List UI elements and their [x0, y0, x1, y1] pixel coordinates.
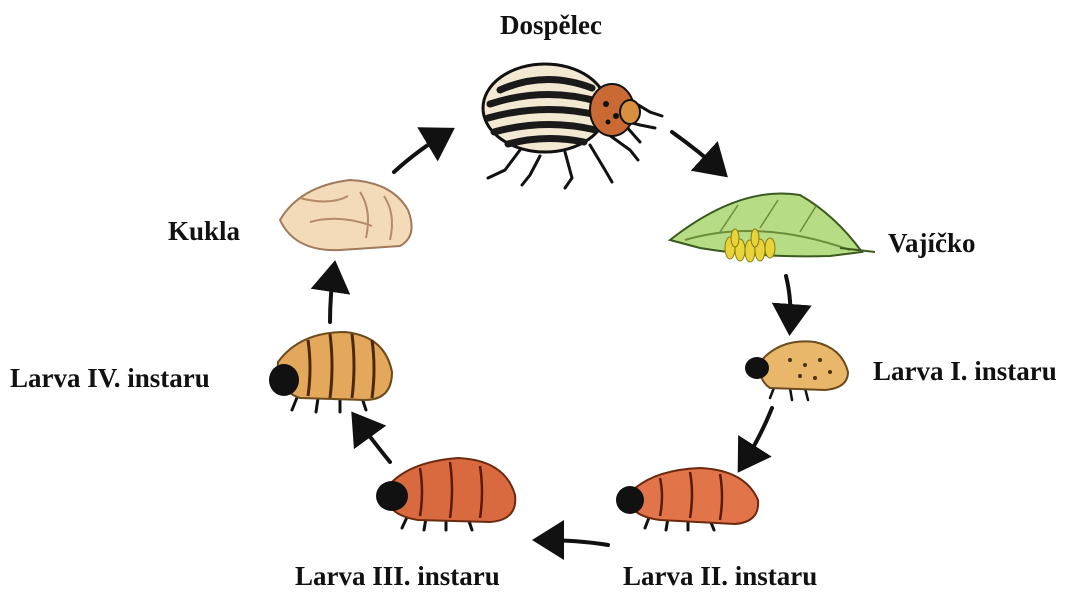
pupa-illustration	[280, 180, 412, 250]
stage-label-larva-2: Larva II. instaru	[623, 563, 817, 590]
arrow-pupa-to-adult	[394, 132, 448, 172]
larva-4-illustration	[269, 332, 392, 412]
stage-label-larva-1: Larva I. instaru	[873, 358, 1057, 385]
stage-label-pupa: Kukla	[168, 218, 240, 245]
stage-label-adult: Dospělec	[500, 12, 602, 39]
larva-1-illustration	[745, 341, 848, 400]
stage-label-larva-3: Larva III. instaru	[295, 563, 500, 590]
arrow-larva3-to-larva4	[356, 418, 390, 462]
egg-leaf-illustration	[670, 193, 875, 262]
arrow-adult-to-egg	[672, 132, 722, 172]
stage-label-egg: Vajíčko	[888, 230, 976, 257]
stage-label-larva-4: Larva IV. instaru	[10, 365, 210, 392]
arrow-larva4-to-pupa	[330, 268, 334, 322]
arrow-larva1-to-larva2	[742, 408, 772, 466]
larva-3-illustration	[376, 458, 515, 530]
larva-2-illustration	[616, 468, 758, 530]
adult-beetle-illustration	[483, 64, 662, 188]
arrow-egg-to-larva1	[786, 276, 791, 328]
arrow-larva2-to-larva3	[540, 540, 608, 545]
